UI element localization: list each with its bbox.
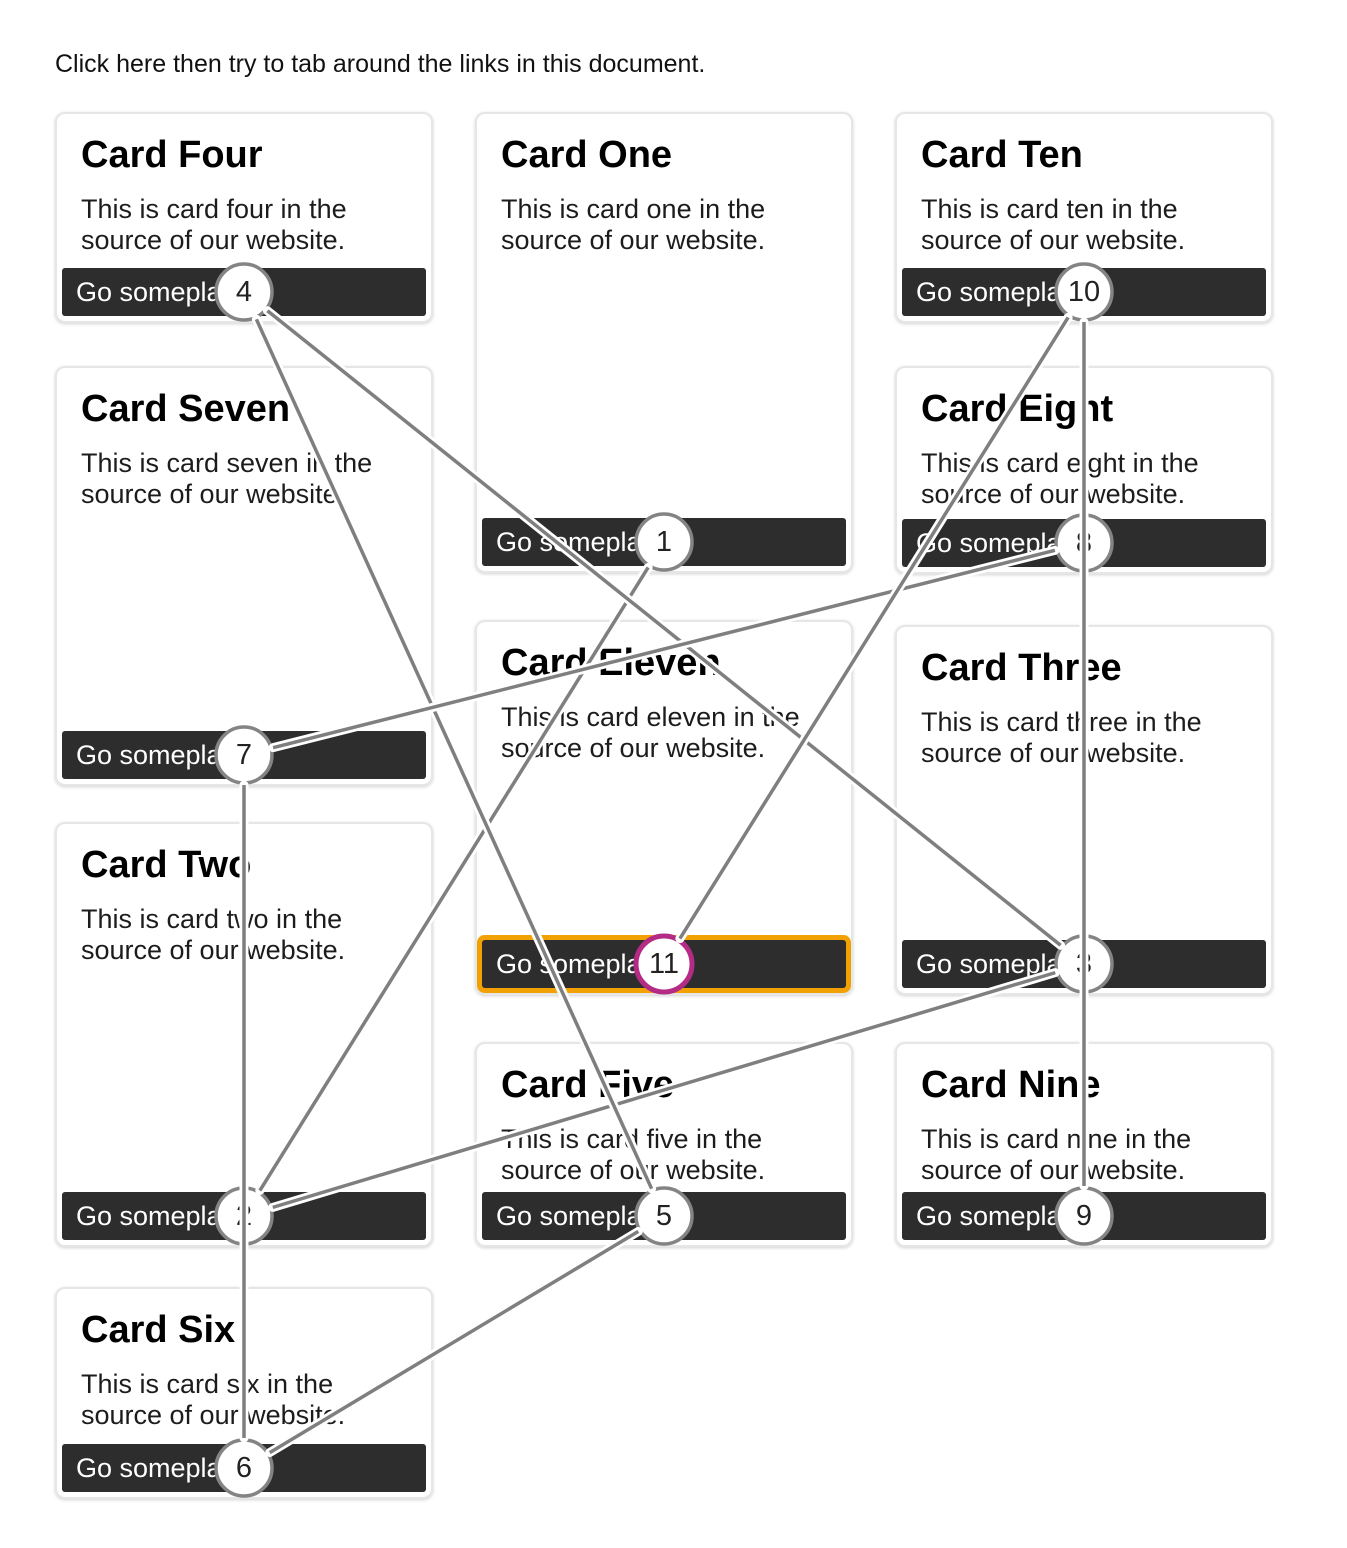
card-six: Card Six This is card six in the source … [55, 1287, 433, 1499]
go-someplace-link[interactable]: Go someplace [902, 519, 1266, 567]
card-title: Card Ten [921, 134, 1083, 176]
card-description: This is card five in the source of our w… [501, 1123, 766, 1185]
go-someplace-link[interactable]: Go someplace [62, 1192, 426, 1240]
card-title: Card One [501, 134, 673, 176]
card-one: Card One This is card one in the source … [475, 112, 853, 573]
go-someplace-link[interactable]: Go someplace [62, 1444, 426, 1492]
go-someplace-link[interactable]: Go someplace [482, 518, 846, 566]
go-someplace-link[interactable]: Go someplace [902, 268, 1266, 316]
card-title: Card Seven [81, 388, 291, 430]
card-five: Card Five This is card five in the sourc… [475, 1042, 853, 1247]
instruction-text[interactable]: Click here then try to tab around the li… [55, 50, 706, 78]
card-description: This is card nine in the source of our w… [921, 1123, 1192, 1185]
card-description: This is card four in the source of our w… [81, 193, 347, 255]
card-two: Card Two This is card two in the source … [55, 822, 433, 1247]
card-ten: Card Ten This is card ten in the source … [895, 112, 1273, 323]
card-description: This is card two in the source of our we… [81, 903, 346, 965]
go-someplace-link[interactable]: Go someplace [902, 1192, 1266, 1240]
card-title: Card Nine [921, 1064, 1101, 1106]
card-title: Card Six [81, 1309, 236, 1351]
card-description: This is card six in the source of our we… [81, 1368, 346, 1430]
card-description: This is card ten in the source of our we… [921, 193, 1186, 255]
card-eleven: Card Eleven This is card eleven in the s… [475, 620, 853, 995]
card-seven: Card Seven This is card seven in the sou… [55, 366, 433, 786]
card-description: This is card eight in the source of our … [921, 447, 1199, 509]
go-someplace-link[interactable]: Go someplace [62, 268, 426, 316]
card-description: This is card one in the source of our we… [501, 193, 766, 255]
card-title: Card Eleven [501, 642, 721, 684]
go-someplace-link[interactable]: Go someplace [62, 731, 426, 779]
card-title: Card Three [921, 647, 1122, 689]
card-three: Card Three This is card three in the sou… [895, 625, 1273, 995]
card-column-2: Card One This is card one in the source … [475, 112, 853, 1247]
card-description: This is card eleven in the source of our… [501, 701, 800, 763]
card-eight: Card Eight This is card eight in the sou… [895, 366, 1273, 574]
card-description: This is card seven in the source of our … [81, 447, 373, 509]
go-someplace-link[interactable]: Go someplace [902, 940, 1266, 988]
card-column-3: Card Ten This is card ten in the source … [895, 112, 1273, 1247]
go-someplace-link[interactable]: Go someplace [482, 1192, 846, 1240]
card-description: This is card three in the source of our … [921, 706, 1202, 768]
card-title: Card Five [501, 1064, 675, 1106]
card-four: Card Four This is card four in the sourc… [55, 112, 433, 323]
card-title: Card Four [81, 134, 263, 176]
card-title: Card Eight [921, 388, 1114, 430]
card-nine: Card Nine This is card nine in the sourc… [895, 1042, 1273, 1247]
go-someplace-link-focused[interactable]: Go someplace [482, 940, 846, 988]
card-column-1: Card Four This is card four in the sourc… [55, 112, 433, 1499]
card-title: Card Two [81, 844, 252, 886]
